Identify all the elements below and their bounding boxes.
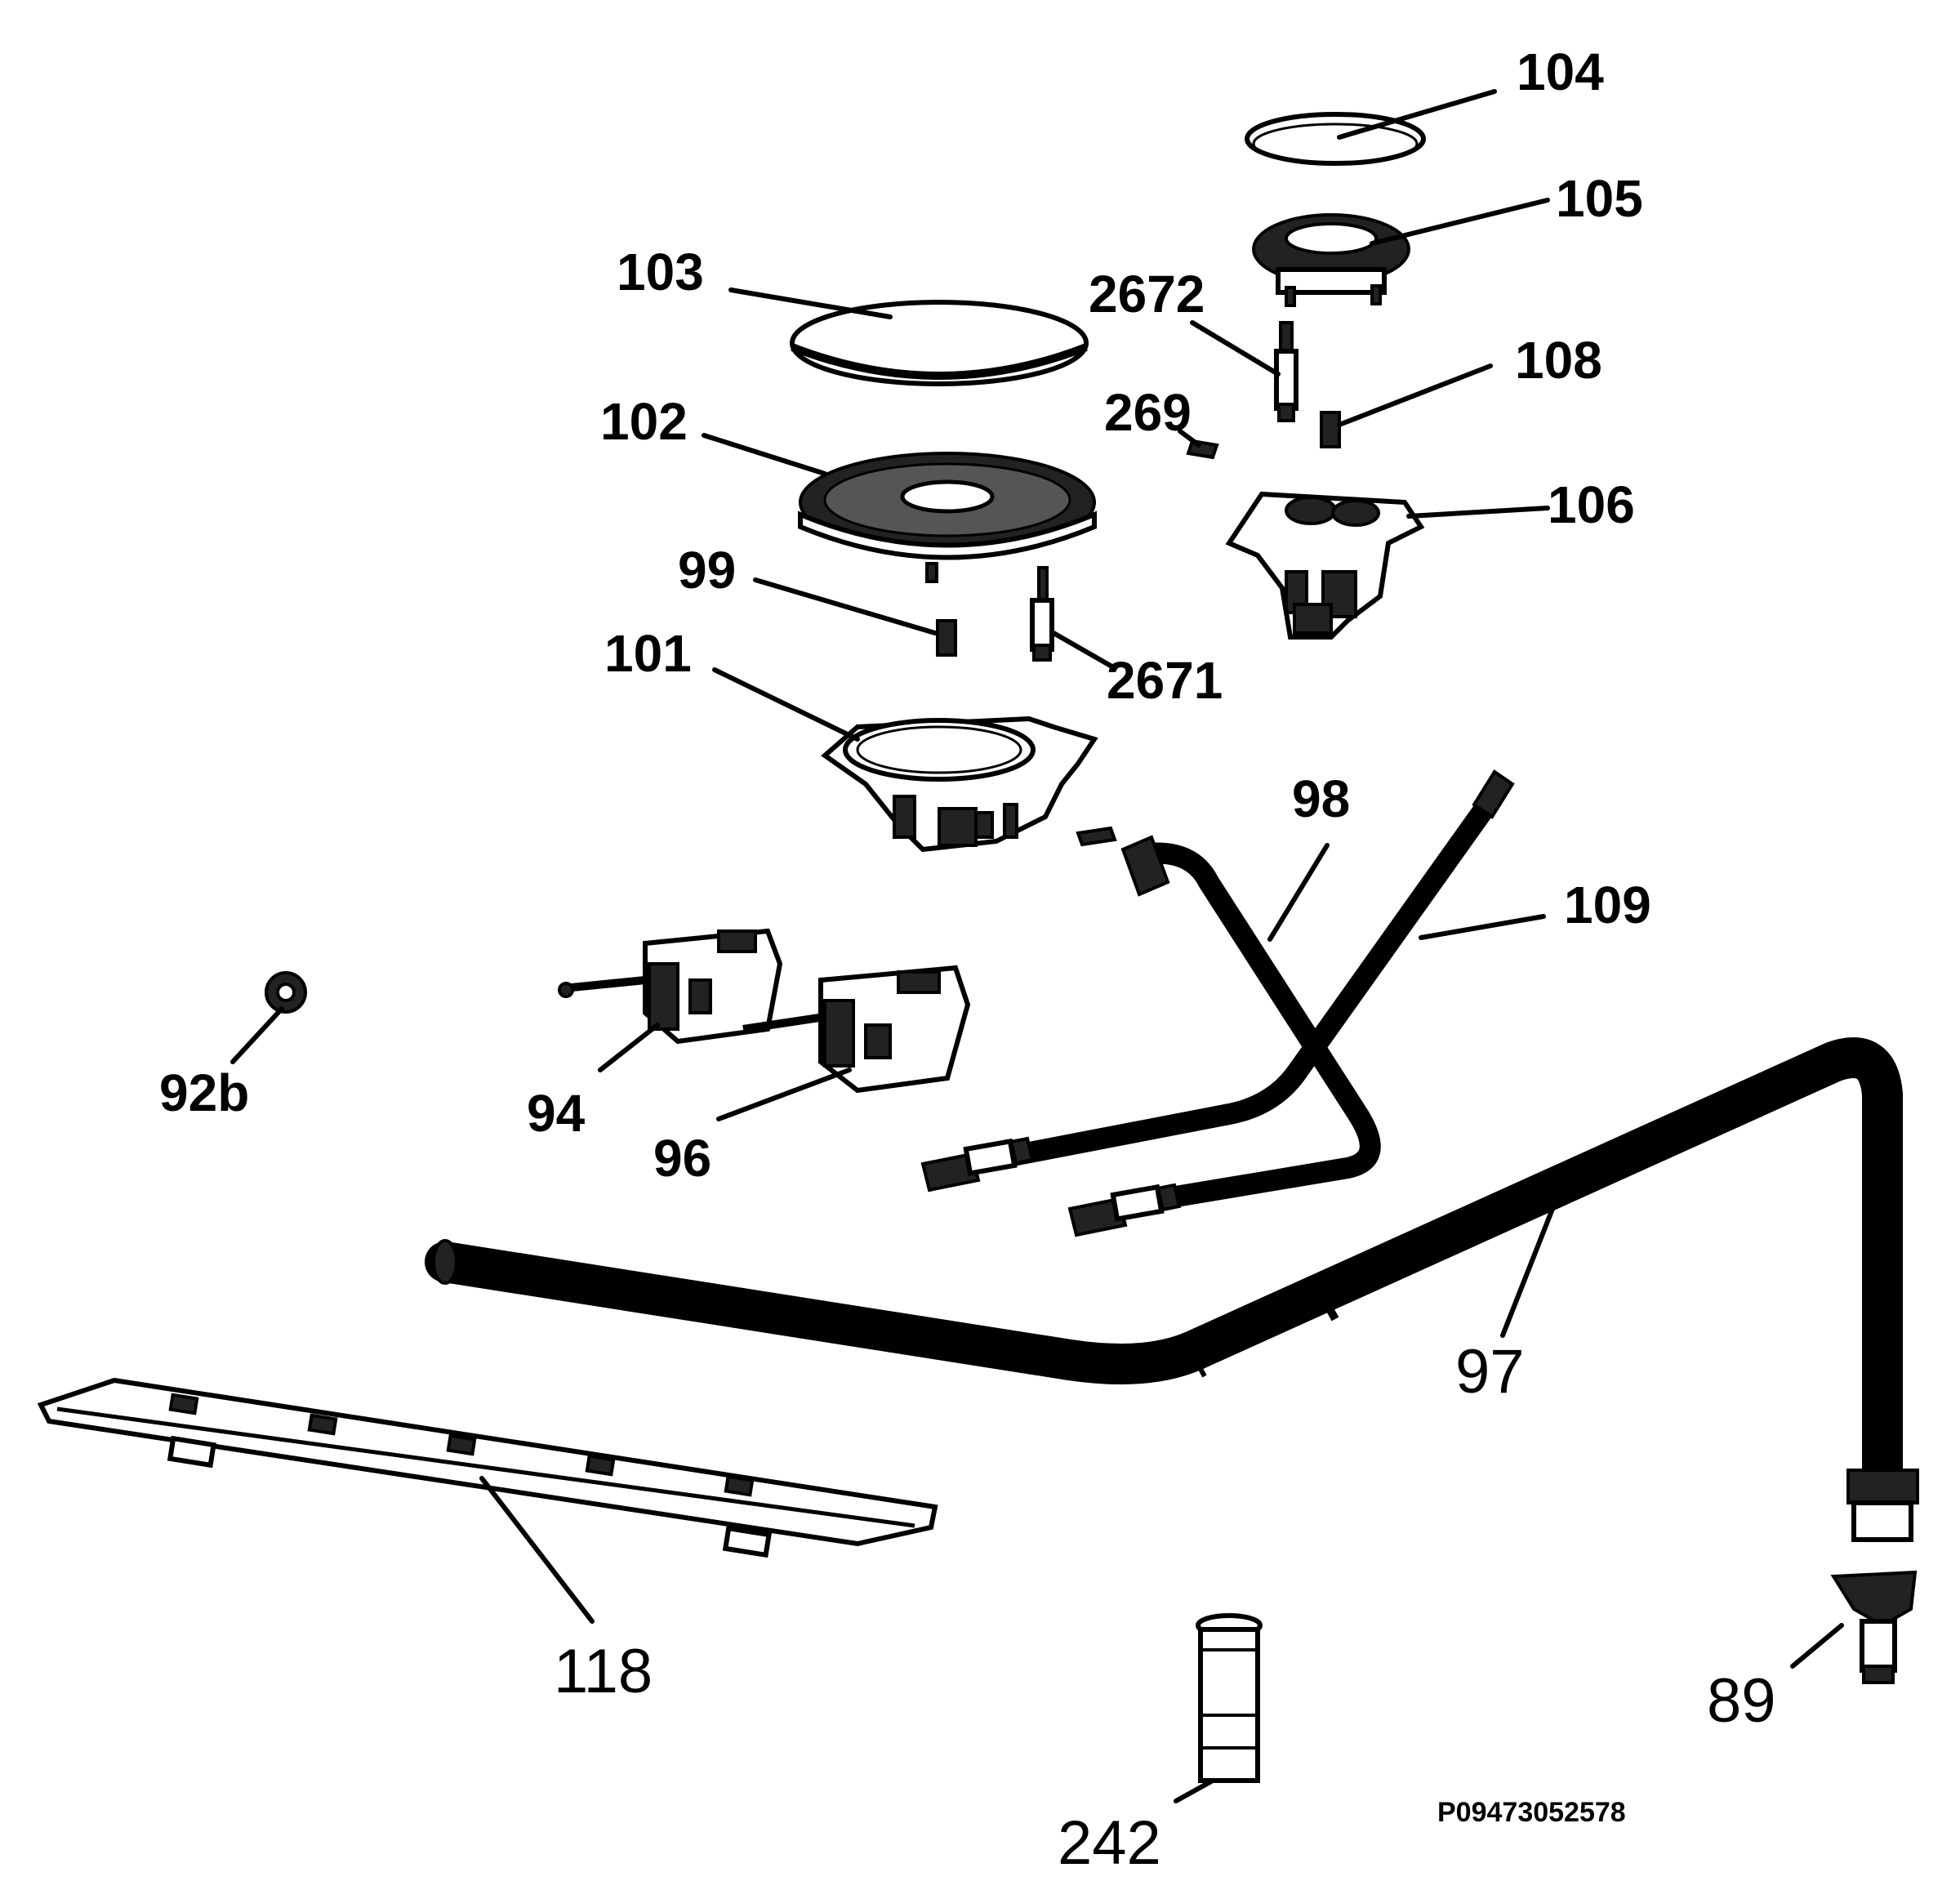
part-105-burner-crown-small bbox=[1252, 213, 1410, 307]
label-269: 269 bbox=[1104, 383, 1192, 442]
part-96-gas-tap bbox=[742, 965, 971, 1094]
part-242-tube bbox=[1196, 1613, 1263, 1783]
part-2671-ignition-electrode bbox=[1030, 566, 1054, 662]
label-101: 101 bbox=[604, 624, 692, 683]
label-92b: 92b bbox=[159, 1063, 249, 1122]
label-99: 99 bbox=[678, 541, 736, 600]
label-118: 118 bbox=[554, 1637, 653, 1706]
label-102: 102 bbox=[600, 392, 688, 451]
label-105: 105 bbox=[1556, 169, 1643, 228]
label-106: 106 bbox=[1548, 475, 1635, 534]
label-97: 97 bbox=[1455, 1337, 1525, 1406]
label-104: 104 bbox=[1517, 42, 1604, 101]
part-102-burner-crown-large bbox=[798, 452, 1097, 583]
part-103-burner-cap-large bbox=[790, 300, 1089, 386]
part-99-thermocouple-probe bbox=[936, 619, 957, 657]
label-94: 94 bbox=[527, 1084, 586, 1143]
label-98: 98 bbox=[1292, 769, 1350, 828]
leader-lines bbox=[230, 89, 1844, 1803]
part-labels: 104 105 103 2672 108 269 102 106 99 2671… bbox=[159, 42, 1776, 1878]
label-2671: 2671 bbox=[1107, 651, 1223, 710]
part-97-gas-rail bbox=[425, 1037, 1919, 1542]
part-118-tap-support-bracket bbox=[37, 1377, 938, 1558]
diagram-code: P09473052578 bbox=[1437, 1797, 1626, 1828]
part-108-thermocouple-small bbox=[1320, 411, 1341, 448]
label-96: 96 bbox=[653, 1129, 711, 1188]
label-242: 242 bbox=[1058, 1808, 1161, 1878]
part-89-gas-inlet-connector bbox=[1830, 1570, 1918, 1684]
part-92b-fixing-nut bbox=[265, 971, 307, 1014]
part-94-gas-tap bbox=[558, 928, 783, 1045]
label-89: 89 bbox=[1707, 1666, 1776, 1736]
part-101-burner-cup-large bbox=[821, 715, 1098, 853]
part-2672-ignition-electrode bbox=[1274, 321, 1298, 422]
label-2672: 2672 bbox=[1089, 265, 1205, 323]
label-109: 109 bbox=[1564, 876, 1651, 934]
label-108: 108 bbox=[1515, 331, 1602, 390]
injector-small bbox=[1076, 826, 1117, 847]
label-103: 103 bbox=[617, 243, 704, 301]
part-106-burner-cup-small bbox=[1225, 491, 1425, 640]
part-109-gas-pipe bbox=[920, 769, 1515, 1192]
part-98-gas-pipe bbox=[1067, 835, 1381, 1237]
